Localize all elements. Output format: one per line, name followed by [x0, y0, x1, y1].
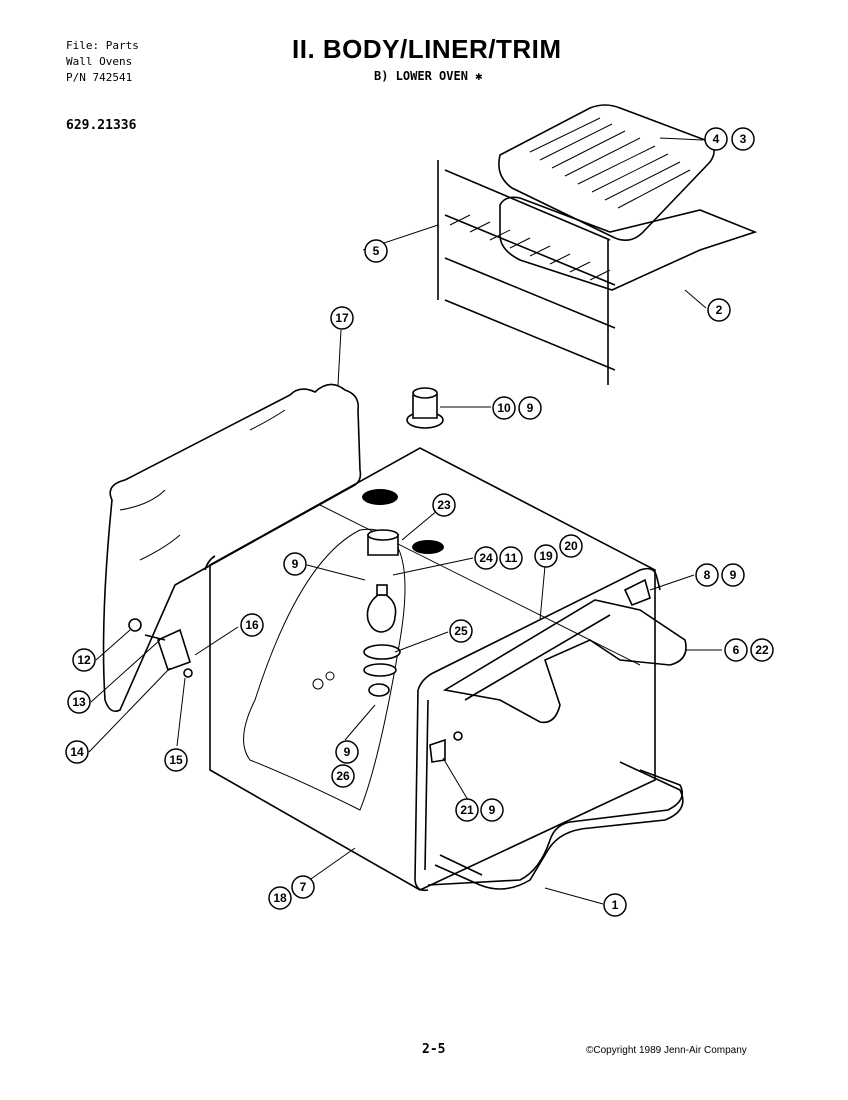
model-number: 629.21336 [66, 118, 137, 133]
callout-label: 9 [292, 557, 299, 571]
callout-11: 11 [499, 546, 523, 570]
page-subtitle: B) LOWER OVEN ✱ [374, 69, 482, 83]
insulation-blanket [102, 383, 362, 713]
callout-label: 23 [437, 498, 451, 512]
broiler-grid-insert [499, 196, 758, 291]
callout-label: 25 [454, 624, 468, 638]
oven-rack [437, 160, 616, 385]
file-line: File: Parts [66, 39, 139, 52]
callout-label: 4 [713, 132, 720, 146]
callout-label: 16 [245, 618, 259, 632]
callout-18: 18 [268, 886, 292, 910]
door-latch [429, 731, 463, 763]
file-line: Wall Ovens [66, 55, 133, 68]
oven-symbol-icon: ✱ [475, 69, 483, 83]
callout-label: 10 [497, 401, 511, 415]
page-title: II. BODY/LINER/TRIM [292, 34, 562, 64]
callout-21: 21 [455, 798, 479, 822]
oven-liner [204, 447, 656, 891]
file-info: File: Parts Wall Ovens P/N 742541 [66, 38, 139, 86]
callout-label: 8 [704, 568, 711, 582]
callout-label: 11 [505, 551, 518, 565]
callout-label: 1 [612, 898, 619, 912]
callout-label: 19 [539, 549, 553, 563]
callout-9: 9 [283, 552, 307, 576]
callout-17: 17 [330, 306, 354, 330]
callout-7: 7 [291, 875, 315, 899]
callout-label: 12 [77, 653, 91, 667]
callout-2: 2 [707, 298, 731, 322]
light-socket-top [406, 387, 444, 429]
callout-25: 25 [449, 619, 473, 643]
callout-8: 8 [695, 563, 719, 587]
callout-label: 9 [730, 568, 737, 582]
callout-label: 21 [460, 803, 474, 817]
callout-16: 16 [240, 613, 264, 637]
callout-20: 20 [559, 534, 583, 558]
callout-label: 9 [344, 745, 351, 759]
file-line: P/N 742541 [66, 71, 133, 84]
page-number: 2-5 [422, 1042, 446, 1057]
bake-element [434, 761, 684, 890]
callout-label: 6 [733, 643, 740, 657]
subtitle-text: B) LOWER OVEN [374, 69, 468, 83]
callout-label: 15 [169, 753, 183, 767]
callout-13: 13 [67, 690, 91, 714]
light-lens [363, 644, 401, 697]
callout-9: 9 [480, 798, 504, 822]
hinge-bracket [623, 578, 651, 607]
callout-5: 5 [364, 239, 388, 263]
cutout-bracket [128, 618, 193, 678]
callout-label: 3 [740, 132, 747, 146]
callout-26: 26 [331, 764, 355, 788]
callout-3: 3 [731, 127, 755, 151]
callout-4: 4 [704, 127, 728, 151]
callout-9: 9 [518, 396, 542, 420]
callout-label: 17 [335, 311, 349, 325]
light-socket [367, 529, 399, 556]
callout-19: 19 [534, 544, 558, 568]
leader-lines [88, 137, 722, 905]
callout-label: 2 [716, 303, 723, 317]
callout-label: 9 [527, 401, 534, 415]
callout-label: 26 [336, 769, 350, 783]
callout-10: 10 [492, 396, 516, 420]
callout-22: 22 [750, 638, 774, 662]
callout-label: 22 [755, 643, 769, 657]
callout-label: 9 [489, 803, 496, 817]
copyright-notice: ©Copyright 1989 Jenn-Air Company [586, 1045, 747, 1056]
callout-label: 24 [479, 551, 493, 565]
callout-9: 9 [335, 740, 359, 764]
callout-14: 14 [65, 740, 89, 764]
callout-label: 20 [564, 539, 578, 553]
callout-9: 9 [721, 563, 745, 587]
callout-23: 23 [432, 493, 456, 517]
callout-label: 5 [373, 244, 380, 258]
callout-15: 15 [164, 748, 188, 772]
door-frame-trim [414, 567, 684, 892]
broiler-pan [498, 104, 715, 241]
callout-label: 7 [300, 880, 307, 894]
callout-label: 14 [70, 745, 84, 759]
callout-6: 6 [724, 638, 748, 662]
light-bulb [366, 584, 397, 633]
broil-element [442, 599, 687, 724]
callout-12: 12 [72, 648, 96, 672]
callout-label: 18 [273, 891, 287, 905]
callout-label: 13 [72, 695, 86, 709]
callout-24: 24 [474, 546, 498, 570]
callout-1: 1 [603, 893, 627, 917]
